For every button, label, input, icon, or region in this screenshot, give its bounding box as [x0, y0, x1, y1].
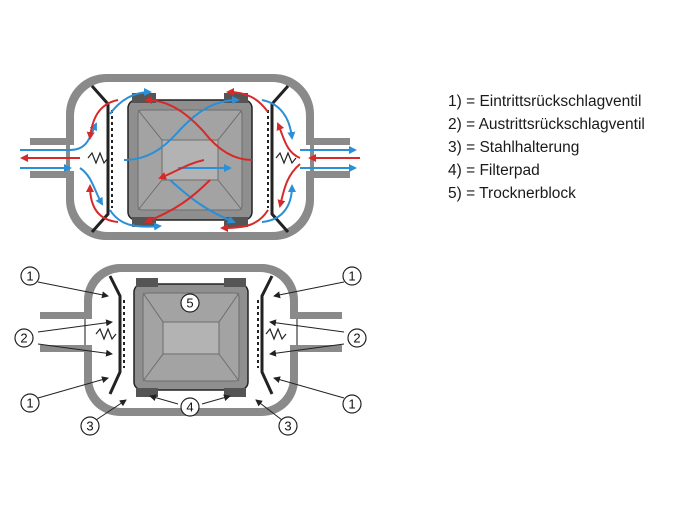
svg-text:2: 2: [353, 331, 360, 346]
svg-text:3: 3: [284, 419, 291, 434]
parts-legend: 1) = Eintrittsrückschlagventil 2) = Aust…: [448, 90, 645, 205]
svg-text:1: 1: [26, 396, 33, 411]
callout-3-left: 3: [80, 416, 100, 436]
legend-item-5: 5) = Trocknerblock: [448, 185, 576, 202]
bottom-parts-diagram: 1 2 1 3 4 5 1 2: [14, 264, 367, 436]
flow-out-arrows: [20, 88, 360, 232]
callout-2-right: 2: [347, 328, 367, 348]
callout-1-bottom-left: 1: [20, 393, 40, 413]
svg-text:1: 1: [348, 269, 355, 284]
callout-1-top-right: 1: [342, 266, 362, 286]
legend-item-2: 2) = Austrittsrückschlagventil: [448, 116, 645, 133]
callout-1-bottom-right: 1: [342, 394, 362, 414]
flow-in-arrows: [20, 88, 357, 231]
callout-5-block: 5: [180, 293, 200, 313]
callout-2-left: 2: [14, 328, 34, 348]
legend-item-3: 3) = Stahlhalterung: [448, 139, 580, 156]
top-flow-diagram: [20, 74, 360, 240]
legend-item-1: 1) = Eintrittsrückschlagventil: [448, 93, 642, 110]
callout-leaders: [37, 281, 345, 421]
svg-text:1: 1: [348, 397, 355, 412]
callout-1-top-left: 1: [20, 266, 40, 286]
svg-text:2: 2: [20, 331, 27, 346]
legend-item-4: 4) = Filterpad: [448, 162, 540, 179]
callout-4-center: 4: [180, 397, 200, 417]
svg-text:4: 4: [186, 400, 193, 415]
callout-3-right: 3: [278, 416, 298, 436]
svg-text:3: 3: [86, 419, 93, 434]
svg-text:1: 1: [26, 269, 33, 284]
svg-text:5: 5: [186, 296, 193, 311]
